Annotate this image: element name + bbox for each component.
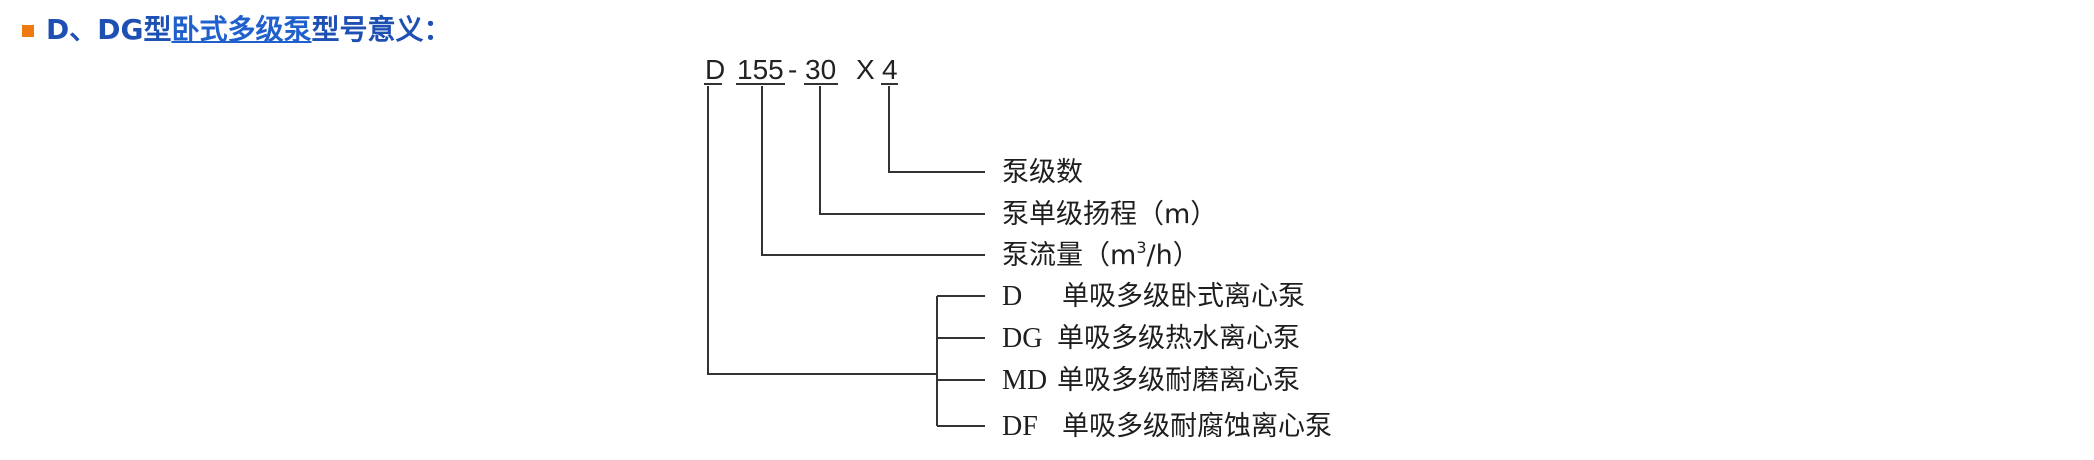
type-code: DF: [1002, 411, 1038, 442]
code-times: X: [856, 54, 875, 85]
label-stages: 泵级数: [1002, 157, 1083, 188]
pump-type-link[interactable]: 卧式多级泵: [171, 13, 312, 46]
section-heading: D、DG型 卧式多级泵 型号意义：: [22, 8, 452, 48]
label-flow-sup: 3: [1136, 238, 1146, 257]
code-dash: -: [788, 54, 797, 85]
label-flow: 泵流量（m3/h）: [1002, 238, 1200, 271]
flow-connector: [761, 86, 985, 256]
label-head: 泵单级扬程（m）: [1002, 199, 1217, 230]
type-desc: 单吸多级耐腐蚀离心泵: [1062, 411, 1332, 442]
code-stages: 4: [882, 54, 898, 85]
code-flow: 155: [737, 54, 784, 85]
code-head: 30: [805, 54, 836, 85]
type-desc: 单吸多级热水离心泵: [1057, 323, 1300, 354]
square-bullet-icon: [22, 25, 34, 37]
label-flow-prefix: 泵流量（m: [1002, 240, 1136, 271]
stages-connector: [888, 86, 985, 173]
type-code: MD: [1002, 365, 1047, 396]
head-connector: [819, 86, 985, 215]
series-connector: [707, 86, 937, 375]
code-series: D: [705, 54, 725, 85]
type-desc: 单吸多级卧式离心泵: [1062, 281, 1305, 312]
label-flow-suffix: /h）: [1147, 240, 1200, 271]
type-code: DG: [1002, 323, 1042, 354]
heading-suffix: 型号意义：: [311, 13, 452, 46]
type-code: D: [1002, 281, 1022, 312]
heading-prefix: D、DG型: [46, 13, 172, 46]
type-desc: 单吸多级耐磨离心泵: [1057, 365, 1300, 396]
